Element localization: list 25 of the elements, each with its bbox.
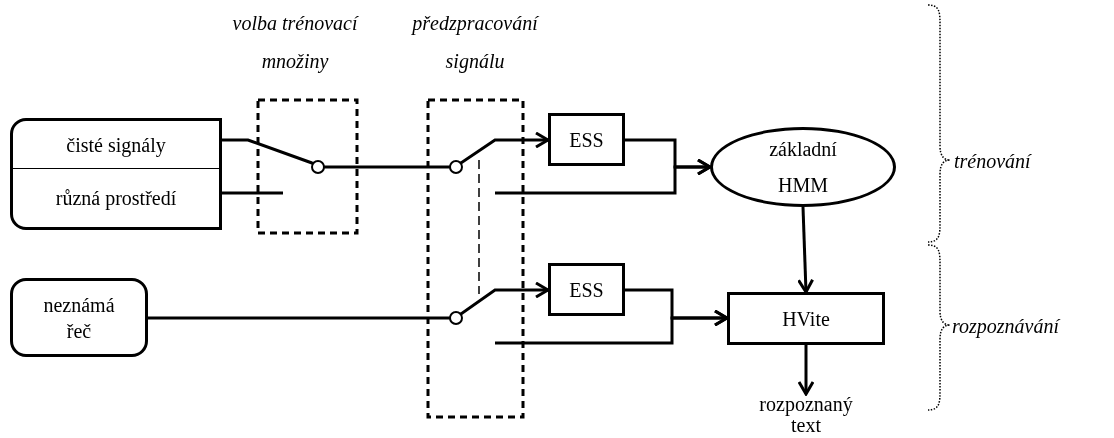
node-label: ESS — [569, 277, 604, 303]
node-label: ESS — [569, 127, 604, 153]
arrow — [148, 281, 550, 320]
connector-line — [222, 191, 283, 195]
source-box — [10, 168, 222, 230]
node-label: čisté signály — [66, 132, 166, 158]
process-box — [548, 263, 625, 316]
arrow — [222, 131, 550, 169]
node-label: HVite — [782, 306, 830, 332]
arrow — [797, 345, 815, 396]
node-label: neznámá řeč — [42, 292, 116, 344]
frame-title: volba trénovací množiny — [231, 11, 360, 75]
arrow — [797, 206, 815, 294]
process-box — [548, 113, 625, 166]
phase-label: trénování — [954, 149, 1031, 174]
node-label: různá prostředí — [55, 186, 177, 211]
phase-label: rozpoznávání — [952, 314, 1060, 339]
node-label: rozpoznaný text — [758, 394, 854, 436]
process-box — [727, 292, 885, 345]
arrow — [625, 138, 712, 176]
arrow — [625, 288, 729, 327]
frame-title: předzpracování signálu — [410, 11, 540, 75]
source-box — [10, 118, 222, 169]
source-box — [10, 278, 148, 357]
node-label: základní HMM — [768, 137, 838, 198]
